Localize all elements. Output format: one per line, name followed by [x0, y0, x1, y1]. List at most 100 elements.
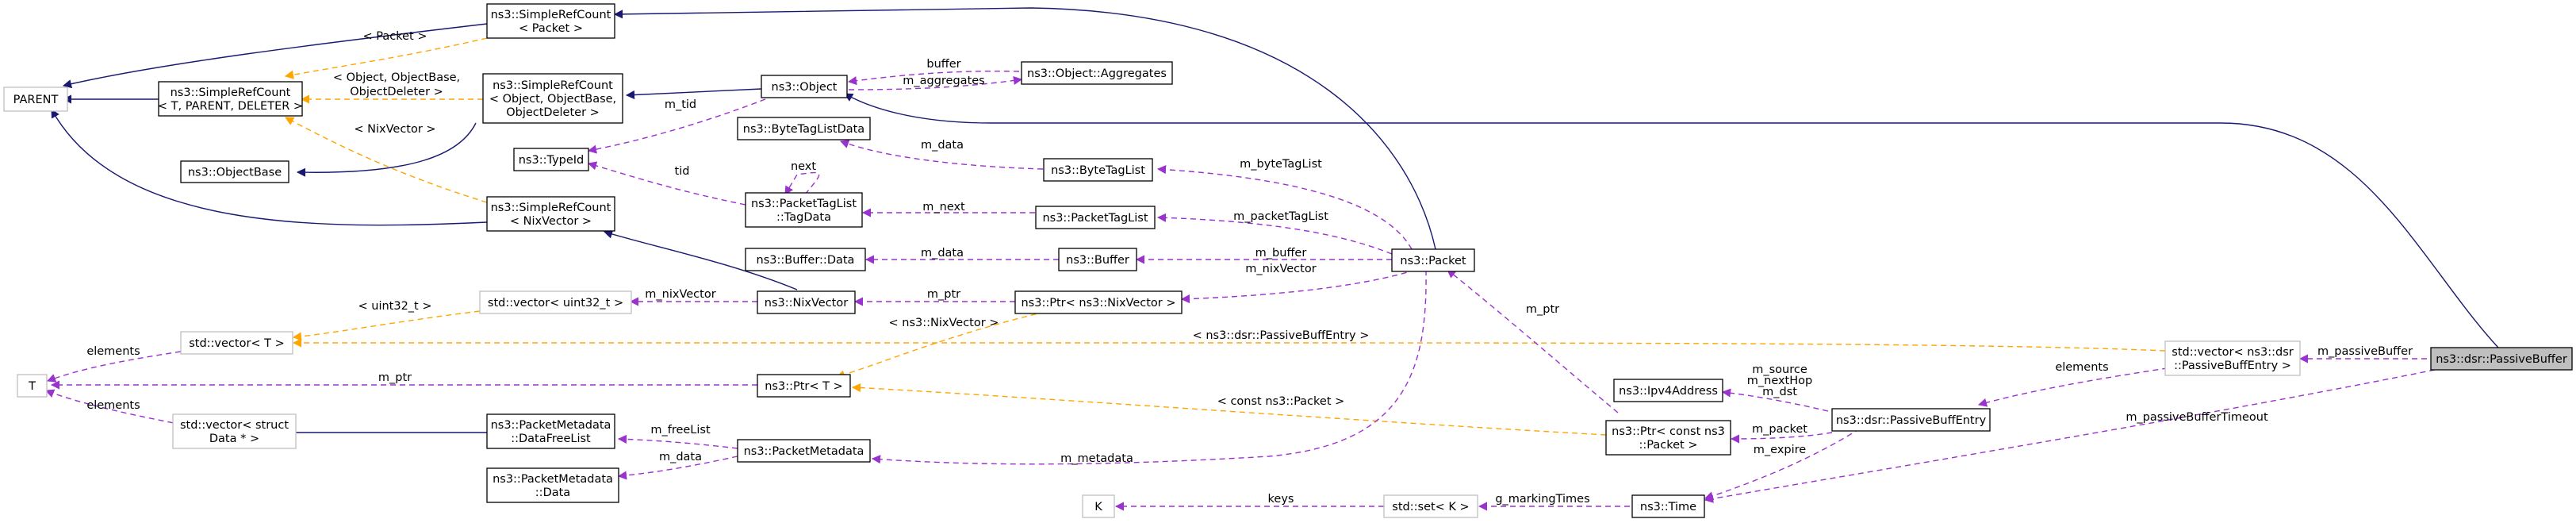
edge-srcnix-parent — [51, 109, 488, 226]
node-packetmetadata-data[interactable]: ns3::PacketMetadata::Data — [486, 467, 619, 503]
edge-srcpacket-srcgeneric — [284, 37, 488, 79]
edge-packet-packetmetadata — [871, 269, 1427, 465]
node-bytetaglist[interactable]: ns3::ByteTagList — [1043, 158, 1153, 182]
node-vector-t[interactable]: std::vector< T > — [180, 331, 293, 355]
label-constpkt-template: < const ns3::Packet > — [1217, 395, 1345, 408]
node-label-line: ns3::ByteTagListData — [743, 123, 864, 136]
label-packet-template: < Packet > — [363, 30, 427, 43]
node-packetmetadata-datafreelist[interactable]: ns3::PacketMetadata::DataFreeList — [486, 413, 615, 449]
node-simplerefcount-object[interactable]: ns3::SimpleRefCount< Object, ObjectBase,… — [482, 73, 623, 124]
edge-vecentry-passiveentry — [1977, 366, 2178, 407]
edge-ptrnix-ptrt — [835, 309, 1056, 379]
node-packet[interactable]: ns3::Packet — [1391, 248, 1475, 272]
node-label-line: ns3::SimpleRefCount — [171, 87, 291, 99]
node-box — [1021, 61, 1173, 85]
node-label-line: ns3::Buffer — [1066, 254, 1129, 267]
node-box — [1082, 494, 1115, 518]
label-m-next: m_next — [922, 201, 965, 213]
label-m-expire: m_expire — [1754, 444, 1806, 456]
node-box — [1058, 248, 1137, 271]
node-box — [757, 374, 851, 398]
node-label-line: ns3::Ptr< ns3::NixVector > — [1021, 297, 1175, 310]
node-box — [180, 160, 289, 183]
node-passivebuffer[interactable]: ns3::dsr::PassiveBuffer — [2430, 347, 2573, 371]
node-buffer[interactable]: ns3::Buffer — [1058, 248, 1137, 271]
label-uint32-template: < uint32_t > — [358, 300, 432, 313]
label-m-passivebuffer: m_passiveBuffer — [2317, 345, 2413, 358]
node-label-line: ns3::SimpleRefCount — [493, 79, 613, 92]
node-label-line: ns3::ObjectBase — [188, 167, 282, 179]
edge-tagdata-next — [784, 171, 820, 195]
label-m-tid: m_tid — [665, 98, 696, 111]
node-packetmetadata[interactable]: ns3::PacketMetadata — [737, 439, 871, 463]
node-ptr-t[interactable]: ns3::Ptr< T > — [757, 374, 851, 398]
node-label-line: ns3::PacketTagList — [751, 198, 857, 210]
node-packettaglist[interactable]: ns3::PacketTagList — [1035, 206, 1156, 229]
node-box — [1035, 206, 1156, 229]
node-label-line: ns3::PacketMetadata — [493, 473, 613, 486]
label-tid: tid — [675, 165, 690, 178]
node-label-line: < Object, ObjectBase, — [489, 93, 616, 106]
edge-nixvector-srcnix — [603, 229, 798, 290]
node-parent[interactable]: PARENT — [3, 87, 68, 112]
node-simplerefcount-nixvector[interactable]: ns3::SimpleRefCount< NixVector > — [486, 196, 615, 232]
node-bytetaglistdata[interactable]: ns3::ByteTagListData — [737, 117, 871, 140]
label-nixvec-template: < ns3::NixVector > — [889, 317, 999, 329]
node-box — [2430, 347, 2573, 371]
node-simplerefcount-packet[interactable]: ns3::SimpleRefCount< Packet > — [486, 3, 615, 39]
node-box — [180, 331, 293, 355]
label-m-data-buf: m_data — [921, 247, 964, 260]
node-box — [172, 413, 297, 449]
label-m-nixvector: m_nixVector — [645, 288, 715, 301]
edge-passivebuffer-time — [1704, 369, 2436, 503]
label-passive-template: < ns3::dsr::PassiveBuffEntry > — [1193, 329, 1370, 342]
node-time[interactable]: ns3::Time — [1631, 494, 1705, 518]
edge-vecstruct-t — [44, 389, 183, 425]
node-objectbase[interactable]: ns3::ObjectBase — [180, 160, 289, 183]
node-packettaglist-tagdata[interactable]: ns3::PacketTagList::TagData — [745, 192, 863, 228]
node-passivebuffentry[interactable]: ns3::dsr::PassiveBuffEntry — [1831, 408, 1991, 432]
label-m-dst: m_dst — [1762, 386, 1797, 398]
node-label-line: ObjectDeleter > — [506, 106, 600, 119]
node-ipv4address[interactable]: ns3::Ipv4Address — [1613, 379, 1723, 402]
node-ptr-nixvector[interactable]: ns3::Ptr< ns3::NixVector > — [1014, 290, 1183, 314]
node-label-line: K — [1094, 501, 1102, 513]
edge-vecentry-vect — [292, 338, 2166, 352]
label-m-nixvector-pkt: m_nixVector — [1245, 263, 1316, 275]
node-typeid[interactable]: ns3::TypeId — [513, 148, 589, 171]
edge-vect-t — [46, 351, 182, 383]
node-nixvector[interactable]: ns3::NixVector — [757, 290, 856, 314]
node-vector-uint32[interactable]: std::vector< uint32_t > — [479, 290, 632, 314]
label-m-freelist: m_freeList — [650, 424, 711, 436]
node-box — [745, 248, 866, 271]
edge-srcpacket-parent — [62, 23, 488, 89]
node-box — [2164, 340, 2301, 376]
node-box — [737, 117, 871, 140]
node-t[interactable]: T — [17, 374, 48, 398]
label-objdel-template-line1: < Object, ObjectBase, — [333, 71, 460, 84]
node-box — [1383, 494, 1478, 518]
node-label-line: Data * > — [209, 433, 259, 445]
node-k[interactable]: K — [1082, 494, 1115, 518]
edge-aggregates-object-buffer — [847, 70, 1020, 86]
label-m-data-pm: m_data — [659, 451, 702, 463]
edge-bytetaglist-data — [839, 140, 1044, 170]
node-simplerefcount-generic[interactable]: ns3::SimpleRefCount< T, PARENT, DELETER … — [158, 81, 303, 117]
label-nix-template: < NixVector > — [354, 123, 435, 136]
node-vector-passivebuffentry[interactable]: std::vector< ns3::dsr::PassiveBuffEntry … — [2164, 340, 2301, 376]
node-box — [1631, 494, 1705, 518]
node-set-k[interactable]: std::set< K > — [1383, 494, 1478, 518]
edge-tagdata-typeid — [587, 161, 746, 206]
node-label-line: ::Packet > — [1639, 439, 1698, 452]
node-label-line: std::vector< ns3::dsr — [2172, 346, 2293, 359]
node-ptr-const-packet[interactable]: ns3::Ptr< const ns3::Packet > — [1605, 420, 1731, 456]
node-label-line: ns3::Ptr< T > — [765, 380, 843, 393]
node-object[interactable]: ns3::Object — [761, 75, 848, 98]
node-buffer-data[interactable]: ns3::Buffer::Data — [745, 248, 866, 271]
node-box — [1613, 379, 1723, 402]
label-m-ptr-nix: m_ptr — [927, 288, 960, 301]
node-label-line: < T, PARENT, DELETER > — [158, 100, 303, 113]
node-object-aggregates[interactable]: ns3::Object::Aggregates — [1021, 61, 1173, 85]
node-label-line: ns3::PacketTagList — [1042, 212, 1148, 225]
